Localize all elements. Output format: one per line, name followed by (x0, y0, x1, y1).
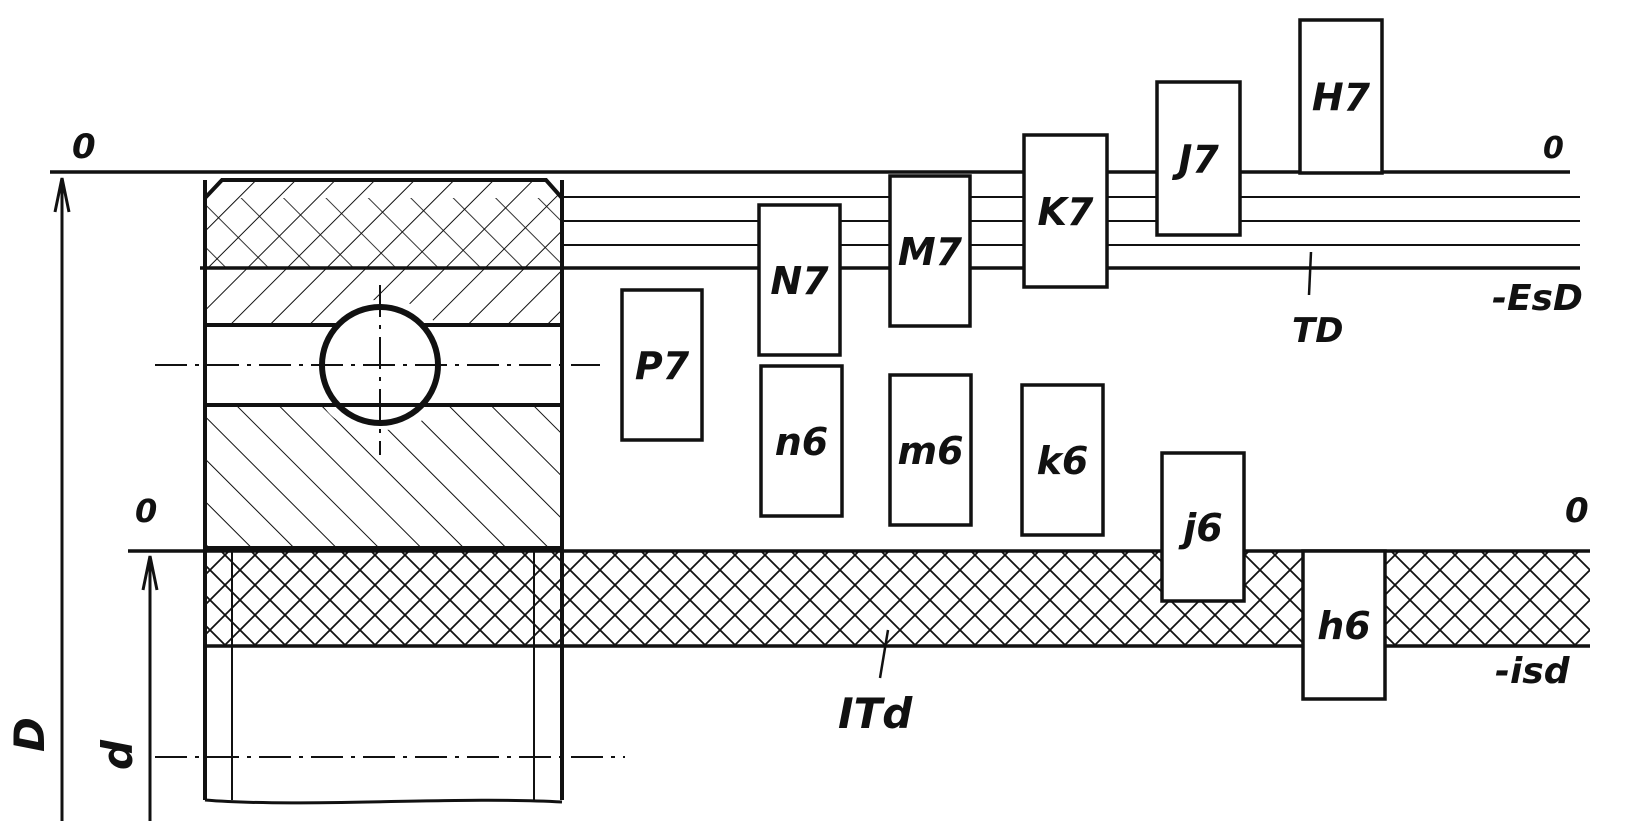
outer-ring-lower-hatch (205, 268, 562, 325)
shaft-field-label-m6: m6 (897, 429, 963, 473)
small-d-arrowhead (141, 555, 159, 591)
outer-ring-hatch (205, 198, 562, 268)
shaft-tolerance-fields: n6 m6 k6 j6 h6 (759, 364, 1387, 701)
bearing-inner-ring (203, 180, 564, 800)
bottom-left-zero-label: 0 (135, 492, 157, 530)
shaft-field-label-n6: n6 (775, 420, 829, 464)
shaft-field-box-k6 (1020, 383, 1105, 537)
big-d-dimension-label: D (5, 717, 54, 752)
hole-field-box-m7 (888, 174, 972, 328)
top-right-zero-label: 0 (1543, 131, 1564, 166)
shaft-field-label-j6: j6 (1178, 506, 1222, 550)
small-d-dimension-label: d (93, 739, 142, 770)
hole-field-label-h7: H7 (1312, 76, 1371, 120)
shaft-field-label-h6: h6 (1317, 604, 1371, 648)
top-left-zero-label: 0 (72, 127, 96, 167)
shaft-field-box-j6 (1160, 451, 1246, 603)
hole-field-label-n7: N7 (770, 259, 829, 303)
shaft-field-box-m6 (888, 373, 973, 527)
hole-field-label-j7: J7 (1171, 138, 1219, 182)
hole-field-box-p7 (620, 288, 704, 442)
center-lines (155, 285, 625, 758)
hole-tolerance-fields: P7 N7 M7 K7 J7 H7 (620, 18, 1384, 442)
bore-bottom-edge (204, 798, 563, 805)
inner-ring-hatch (205, 405, 562, 548)
shaft-tolerance-itd-label: ITd (838, 689, 913, 738)
td-leader-line (1307, 251, 1313, 296)
shaft-field-box-n6 (759, 364, 844, 518)
shaft-field-label-k6: k6 (1037, 439, 1089, 483)
hole-field-box-j7 (1155, 80, 1242, 237)
hole-field-box-k7 (1022, 133, 1109, 289)
shaft-field-box-h6 (1301, 549, 1387, 701)
hole-field-label-p7: P7 (635, 344, 690, 388)
itd-leader-line (878, 629, 890, 679)
lower-deviation-label: -isd (1495, 651, 1571, 692)
hole-field-label-m7: M7 (898, 230, 963, 274)
dimension-arrows (53, 177, 159, 821)
bottom-right-zero-label: 0 (1565, 491, 1589, 531)
bearing-outer-ring (203, 178, 564, 327)
hole-field-box-h7 (1298, 18, 1384, 175)
hole-field-label-k7: K7 (1038, 190, 1094, 234)
upper-deviation-label: -EsD (1492, 278, 1583, 319)
hole-tolerance-td-label: TD (1292, 311, 1343, 351)
hole-field-box-n7 (757, 203, 842, 357)
big-d-arrowhead (53, 177, 71, 213)
